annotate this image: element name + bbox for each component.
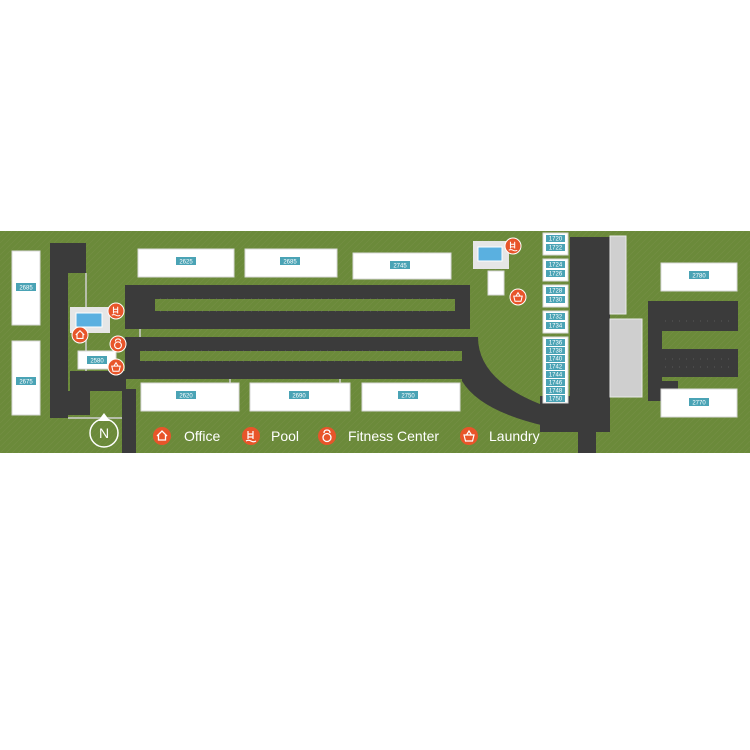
townhome-label-box xyxy=(546,261,565,268)
site-map: 2685 2675 2625 2685 2745 2580 2620 2690 xyxy=(0,231,750,453)
building-label: 2685 xyxy=(283,260,297,266)
legend-pool-label: Pool xyxy=(271,428,299,444)
townhome-label-box xyxy=(546,313,565,320)
townhome-label: 1740 xyxy=(549,357,563,363)
pool-northeast xyxy=(473,241,509,269)
building-label: 2685 xyxy=(19,286,33,292)
townhome-label: 1744 xyxy=(549,373,563,379)
building-2580-clubhouse: 2580 xyxy=(77,350,117,370)
townhome-label: 1734 xyxy=(549,324,563,330)
townhome-label-box xyxy=(546,322,565,329)
building-2770: 2770 xyxy=(660,388,738,418)
townhome-label-box xyxy=(546,296,565,303)
townhome-label-box xyxy=(546,355,565,362)
building-label: 2580 xyxy=(90,359,104,365)
townhome-label-box xyxy=(546,287,565,294)
townhome-label: 1722 xyxy=(549,246,563,252)
building-label: 2675 xyxy=(19,380,33,386)
building-2745: 2745 xyxy=(352,252,452,280)
townhome-label-box xyxy=(546,371,565,378)
east-building-south xyxy=(609,318,643,398)
east-building-north xyxy=(609,235,627,315)
marker-pool-northeast[interactable] xyxy=(504,237,522,255)
townhome-label-box xyxy=(546,387,565,394)
townhome-label: 1730 xyxy=(549,298,563,304)
townhome-label-box xyxy=(546,379,565,386)
building-2620: 2620 xyxy=(140,382,240,412)
townhome-label: 1750 xyxy=(549,397,563,403)
building-2690: 2690 xyxy=(249,382,351,412)
townhome-label-box xyxy=(546,244,565,251)
legend-office: Office xyxy=(153,427,221,445)
legend-laundry-label: Laundry xyxy=(489,428,540,444)
building-label: 2750 xyxy=(401,394,415,400)
townhome-label: 1746 xyxy=(549,381,563,387)
townhome-label: 1748 xyxy=(549,389,563,395)
townhome-label: 1736 xyxy=(549,341,563,347)
townhome-label-box xyxy=(546,270,565,277)
townhome-label-box xyxy=(546,347,565,354)
townhome-label-box xyxy=(546,339,565,346)
legend: Office Pool Fitness Center Laundry xyxy=(153,427,540,445)
building-2780: 2780 xyxy=(660,262,738,292)
marker-pool-main[interactable] xyxy=(107,302,125,320)
building-label: 2745 xyxy=(393,264,407,270)
roads xyxy=(50,237,738,453)
building-label: 2770 xyxy=(692,401,706,407)
legend-fitness: Fitness Center xyxy=(318,427,439,445)
building-2675: 2675 xyxy=(11,340,41,416)
building-label: 2690 xyxy=(292,394,306,400)
north-label: N xyxy=(99,425,109,441)
building-label: 2620 xyxy=(179,394,193,400)
townhome-labels: 1720 1722 1724 1726 1728 1730 1732 1734 1736 1738… xyxy=(546,235,565,403)
legend-laundry: Laundry xyxy=(460,427,540,445)
marker-fitness[interactable] xyxy=(109,335,127,353)
legend-office-label: Office xyxy=(184,428,221,444)
building-2750: 2750 xyxy=(361,382,461,412)
townhome-label: 1738 xyxy=(549,349,563,355)
townhome-label: 1724 xyxy=(549,263,563,269)
townhome-label: 1732 xyxy=(549,315,563,321)
townhome-label-box xyxy=(546,235,565,242)
marker-laundry-main[interactable] xyxy=(107,358,125,376)
townhome-label: 1728 xyxy=(549,289,563,295)
north-arrow-icon: N xyxy=(89,413,119,448)
building-2685-west: 2685 xyxy=(11,250,41,326)
townhome-label: 1720 xyxy=(549,237,563,243)
building-2625: 2625 xyxy=(137,248,235,278)
laundry-building-northeast xyxy=(487,270,505,296)
legend-pool: Pool xyxy=(242,427,299,445)
legend-fitness-label: Fitness Center xyxy=(348,428,439,444)
townhome-label: 1726 xyxy=(549,272,563,278)
townhome-label-box xyxy=(546,395,565,402)
building-2685-north: 2685 xyxy=(244,248,338,278)
townhome-column: 1720 1722 1724 1726 1728 1730 1732 1734 1736 1738… xyxy=(542,232,569,404)
building-label: 2625 xyxy=(179,260,193,266)
parking-stripes xyxy=(145,298,735,368)
building-label: 2780 xyxy=(692,274,706,280)
marker-laundry-northeast[interactable] xyxy=(509,288,527,306)
marker-office[interactable] xyxy=(71,326,89,344)
townhome-label: 1742 xyxy=(549,365,563,371)
townhome-label-box xyxy=(546,363,565,370)
